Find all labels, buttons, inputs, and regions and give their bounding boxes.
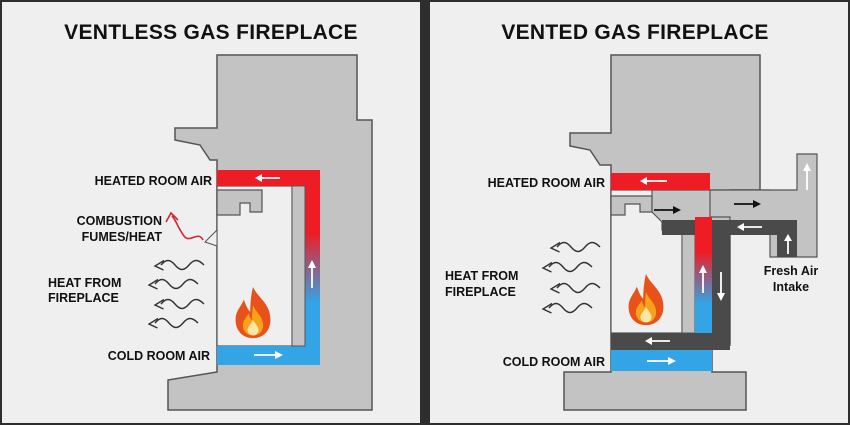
right-exhaust-arrow-icon: [734, 200, 761, 208]
left-panel-title: VENTLESS GAS FIREPLACE: [64, 21, 358, 44]
right-fresh-air-up-arrow-icon: [784, 234, 792, 254]
right-cold-air-arrow-icon: [647, 357, 676, 365]
right-intake-left-arrow-icon: [645, 337, 670, 345]
right-fresh-air-label-line2: Intake: [773, 280, 809, 294]
left-combustion-label-line1: COMBUSTION: [77, 214, 162, 228]
left-riser-arrow-icon: [308, 260, 316, 288]
left-combustion-squiggle-arrow-icon: [165, 211, 204, 241]
right-intake-top-arrow-icon: [737, 223, 762, 231]
right-riser-arrow-icon: [699, 265, 707, 293]
right-exhaust-arrow-icon: [654, 206, 681, 214]
left-heat-label-line1: HEAT FROM: [48, 276, 121, 290]
right-heated-air-arrow-icon: [640, 177, 667, 185]
right-heat-label-line1: HEAT FROM: [445, 269, 518, 283]
left-baffle: [216, 189, 263, 216]
right-heated-room-air-label: HEATED ROOM AIR: [488, 176, 605, 190]
right-heat-label-line2: FIREPLACE: [445, 285, 516, 299]
left-cold-room-air-label: COLD ROOM AIR: [108, 349, 210, 363]
left-cold-air-arrow-icon: [254, 351, 283, 359]
left-heat-label-line2: FIREPLACE: [48, 291, 119, 305]
right-fresh-air-label-line1: Fresh Air: [764, 264, 819, 278]
right-intake-down-arrow-icon: [717, 272, 725, 301]
right-flue-up-arrow-icon: [803, 163, 811, 190]
right-panel-title: VENTED GAS FIREPLACE: [501, 21, 768, 44]
right-panel: VENTED GAS FIREPLACE: [430, 2, 848, 423]
left-heated-room-air-label: HEATED ROOM AIR: [95, 174, 212, 188]
left-panel: VENTLESS GAS FIREPLACE: [2, 2, 420, 423]
left-combustion-label-line2: FUMES/HEAT: [82, 230, 163, 244]
right-fresh-air-duct: [611, 220, 797, 350]
left-heated-air-arrow-icon: [255, 174, 280, 182]
right-cold-room-air-label: COLD ROOM AIR: [503, 355, 605, 369]
left-vent-opening: [204, 228, 218, 247]
